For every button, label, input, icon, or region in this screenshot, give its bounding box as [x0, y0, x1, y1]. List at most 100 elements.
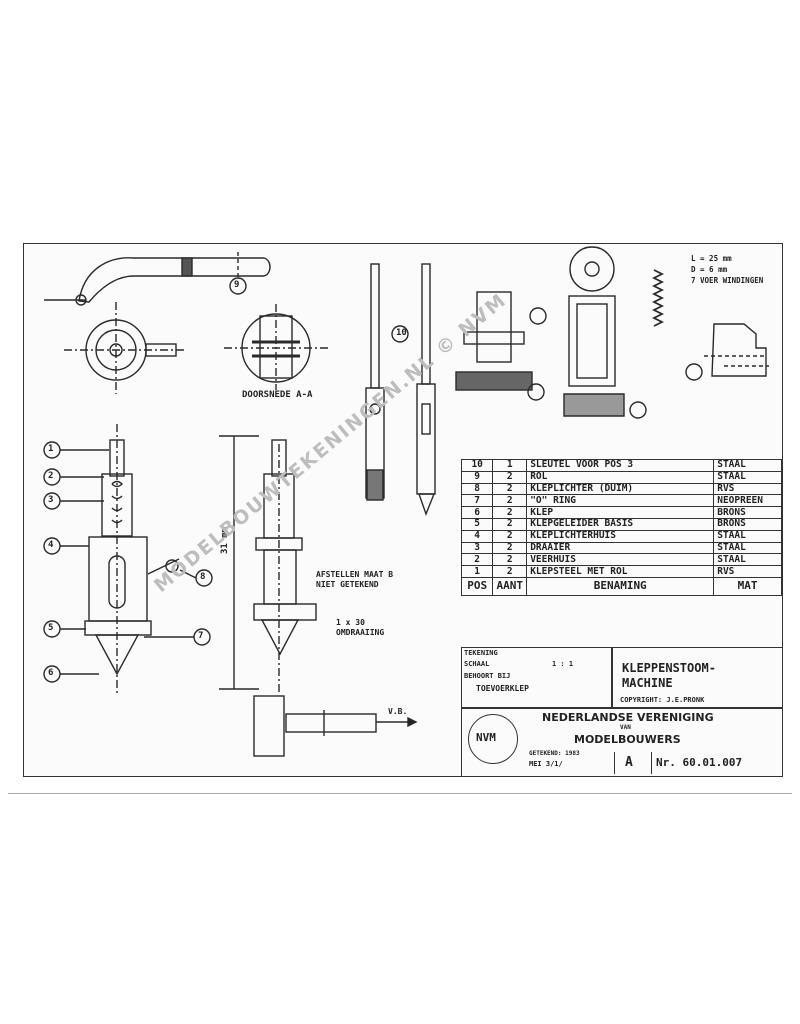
- drawing-sheet: 1 2 3 4 5 6 7 8 9 10 DOORSNEDE A-A 31 mm…: [23, 243, 783, 777]
- parts-material: RVS: [713, 482, 782, 496]
- nvm-logo-text: NVM: [476, 731, 496, 744]
- tekening-label: TEKENING: [464, 649, 498, 657]
- callout-1: 1: [48, 444, 54, 454]
- parts-name: KLEPLICHTER (DUIM): [526, 482, 715, 496]
- schaal-label: SCHAAL: [464, 660, 490, 668]
- rotation-note: 1 x 30: [336, 618, 365, 627]
- scan-edge-line: [8, 793, 792, 794]
- parts-pos: 3: [460, 541, 494, 555]
- date: MEI 3/1/: [529, 760, 563, 768]
- spring-spec-1: L = 25 mm: [691, 254, 732, 263]
- drawing-title-2: MACHINE: [622, 676, 673, 690]
- arrow-label: V.B.: [388, 707, 408, 716]
- title-block-org: [461, 707, 783, 777]
- spring-spec-3: 7 VOER WINDINGEN: [691, 276, 764, 285]
- title-block-left: [461, 647, 613, 709]
- callout-4: 4: [48, 540, 54, 550]
- size-cell: [614, 752, 652, 774]
- section-label: DOORSNEDE A-A: [242, 390, 313, 400]
- parts-header-mat: MAT: [713, 576, 782, 596]
- drawing-title-1: KLEPPENSTOOM-: [622, 661, 716, 675]
- parts-material: STAAL: [713, 470, 782, 484]
- parts-name: KLEPGELEIDER BASIS: [526, 517, 715, 531]
- parts-material: STAAL: [713, 541, 782, 555]
- parts-qty: 2: [492, 565, 528, 578]
- callout-circles: [43, 277, 703, 683]
- parts-name: KLEPLICHTERHUIS: [526, 529, 715, 543]
- parts-name: KLEPSTEEL MET ROL: [526, 565, 715, 578]
- parts-qty: 2: [492, 470, 528, 484]
- parts-material: STAAL: [713, 459, 782, 472]
- parts-qty: 1: [492, 459, 528, 472]
- parts-name: ROL: [526, 470, 715, 484]
- section-a-a-view: [224, 304, 329, 390]
- parts-pos: 2: [460, 553, 494, 567]
- parts-name: KLEP: [526, 506, 715, 519]
- pipe-detail: [253, 695, 418, 757]
- org-name-1: NEDERLANDSE VERENIGING: [542, 711, 714, 724]
- parts-pos: 5: [460, 517, 494, 531]
- callout-7: 7: [198, 631, 204, 641]
- parts-name: "O" RING: [526, 494, 715, 508]
- drawing-number: Nr. 60.01.007: [656, 756, 743, 769]
- spring-spec-2: D = 6 mm: [691, 265, 728, 274]
- valve-assembly-dimensioned: [219, 435, 317, 694]
- parts-header-pos: POS: [460, 576, 494, 596]
- parts-material: NEOPREEN: [713, 494, 782, 508]
- parts-pos: 9: [460, 470, 494, 484]
- parts-pos: 1: [460, 565, 494, 578]
- callout-10: 10: [396, 328, 407, 338]
- parts-qty: 2: [492, 494, 528, 508]
- callout-5: 5: [48, 623, 54, 633]
- parts-header-qty: AANT: [492, 576, 528, 596]
- parts-qty: 2: [492, 482, 528, 496]
- parts-qty: 2: [492, 506, 528, 519]
- lever-front-view: [64, 302, 184, 394]
- parts-pos: 4: [460, 529, 494, 543]
- adjust-note: AFSTELLEN MAAT B: [316, 570, 394, 579]
- org-name-2: MODELBOUWERS: [574, 733, 681, 746]
- technical-drawing: [43, 246, 769, 757]
- parts-qty: 2: [492, 517, 528, 531]
- parts-name: DRAAIER: [526, 541, 715, 555]
- rotation-note-2: OMDRAAIING: [336, 628, 385, 637]
- parts-material: RVS: [713, 565, 782, 578]
- behoort-label: BEHOORT BIJ: [464, 672, 511, 680]
- detail-views-top-right: [455, 246, 769, 417]
- sheet-size: A: [625, 755, 633, 770]
- parts-name: VEERHUIS: [526, 553, 715, 567]
- adjust-note-2: NIET GETEKEND: [316, 580, 379, 589]
- parts-qty: 2: [492, 529, 528, 543]
- parts-pos: 10: [460, 459, 494, 472]
- drawn-label: GETEKEND: 1983: [529, 750, 580, 757]
- parts-material: STAAL: [713, 553, 782, 567]
- schaal-value: 1 : 1: [552, 660, 574, 668]
- callout-2: 2: [48, 471, 54, 481]
- parts-name: SLEUTEL VOOR POS 3: [526, 459, 715, 472]
- valve-assembly-left: [84, 424, 180, 694]
- parts-header-name: BENAMING: [526, 576, 715, 596]
- parts-material: BRONS: [713, 506, 782, 519]
- org-name-small: VAN: [620, 724, 631, 731]
- callout-3: 3: [48, 495, 54, 505]
- callout-6: 6: [48, 668, 54, 678]
- parts-material: BRONS: [713, 517, 782, 531]
- title-block-title: [611, 647, 783, 709]
- parts-pos: 8: [460, 482, 494, 496]
- parts-pos: 6: [460, 506, 494, 519]
- nvm-logo: [468, 714, 518, 764]
- parts-qty: 2: [492, 553, 528, 567]
- parts-pos: 7: [460, 494, 494, 508]
- callout-9: 9: [234, 280, 240, 290]
- rod-views: [365, 263, 436, 516]
